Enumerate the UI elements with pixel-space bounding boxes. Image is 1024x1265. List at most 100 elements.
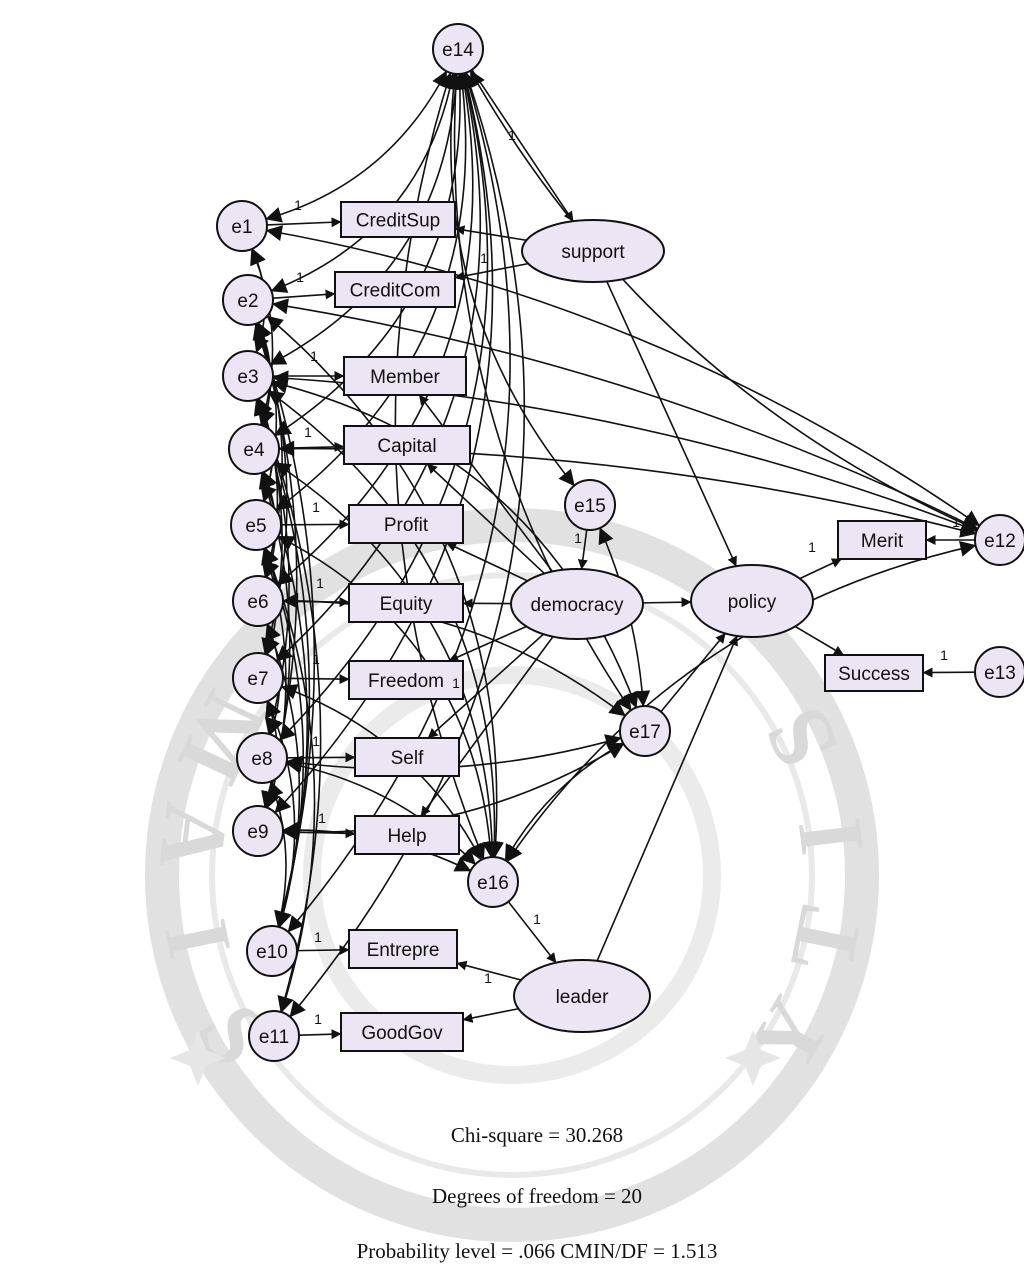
covariance-e16-e17 — [504, 742, 624, 861]
path-e2-to-CreditCom — [272, 289, 336, 300]
error-label: e5 — [245, 516, 266, 537]
path-democracy-to-Member — [418, 394, 554, 572]
error-node-e12: e12 — [974, 514, 1024, 566]
error-label: e17 — [629, 722, 661, 743]
path-weight-label: 1 — [808, 539, 816, 555]
probability-cmin-stat: Probability level = .066 CMIN/DF = 1.513 — [357, 1239, 718, 1263]
path-e16-to-leader — [507, 901, 557, 964]
observed-node-merit: Merit — [837, 520, 927, 560]
path-e9-to-Help — [282, 828, 356, 839]
degrees-of-freedom-stat: Degrees of freedom = 20 — [432, 1184, 642, 1208]
error-node-e13: e13 — [974, 646, 1024, 698]
path-democracy-to-Self — [427, 633, 545, 739]
observed-node-profit: Profit — [348, 504, 464, 544]
path-democracy-to-policy — [642, 597, 692, 608]
observed-label: Profit — [384, 515, 429, 536]
path-democracy-to-Capital — [426, 463, 545, 575]
observed-label: Self — [391, 748, 424, 769]
error-node-e15: e15 — [564, 479, 616, 531]
error-label: e6 — [247, 592, 268, 613]
observed-node-equity: Equity — [348, 583, 464, 623]
chi-square-stat: Chi-square = 30.268 — [451, 1123, 623, 1147]
error-label: e4 — [243, 440, 265, 461]
path-weight-label: 1 — [484, 970, 492, 986]
path-weight-label: 1 — [304, 424, 312, 440]
path-e4-to-Capital — [278, 441, 345, 452]
path-leader-to-policy — [596, 635, 738, 962]
observed-label: Help — [387, 826, 426, 847]
covariance-e14-e1 — [265, 70, 448, 223]
path-leader-to-GoodGov — [462, 1007, 519, 1023]
error-label: e9 — [247, 822, 268, 843]
observed-node-entrepre: Entrepre — [348, 929, 458, 969]
path-e14-to-support — [471, 69, 574, 222]
path-e10-to-Entrepre — [296, 944, 350, 955]
path-weight-label: 1 — [314, 929, 322, 945]
observed-label: Equity — [380, 594, 433, 615]
path-e7-to-Freedom — [282, 674, 350, 685]
observed-label: Freedom — [368, 671, 444, 692]
error-label: e12 — [984, 531, 1016, 552]
latent-node-democracy: democracy — [510, 568, 644, 640]
path-weight-label: 1 — [294, 197, 302, 213]
error-node-e9: e9 — [232, 805, 284, 857]
path-weight-label: 1 — [310, 348, 318, 364]
error-node-e1: e1 — [216, 200, 268, 252]
path-democracy-to-Freedom — [448, 625, 527, 662]
path-weight-label: 1 — [574, 530, 582, 546]
path-weight-label: 1 — [318, 810, 326, 826]
latent-label: leader — [556, 987, 609, 1008]
path-weight-label: 1 — [312, 499, 320, 515]
path-weight-label: 1 — [952, 514, 960, 530]
observed-node-creditsup: CreditSup — [340, 201, 456, 238]
error-label: e7 — [247, 669, 268, 690]
path-e17-to-policy — [660, 632, 726, 713]
error-label: e14 — [442, 40, 474, 61]
error-node-e4: e4 — [228, 423, 280, 475]
error-node-e14: e14 — [432, 23, 484, 75]
error-node-e8: e8 — [236, 732, 288, 784]
error-label: e1 — [231, 217, 252, 238]
covariance-e14-e12 — [469, 70, 978, 531]
observed-label: CreditCom — [350, 281, 441, 302]
path-e1-to-CreditSup — [266, 217, 342, 228]
error-node-e2: e2 — [222, 274, 274, 326]
path-weight-label: 1 — [314, 1011, 322, 1027]
observed-node-help: Help — [354, 815, 460, 855]
covariance-e14-e8 — [278, 72, 489, 741]
error-node-e16: e16 — [467, 856, 519, 908]
path-weight-label: 1 — [508, 127, 516, 143]
path-democracy-to-Help — [420, 636, 554, 817]
watermark-letter: A — [140, 797, 249, 875]
observed-node-success: Success — [824, 654, 924, 692]
error-label: e8 — [251, 749, 272, 770]
error-label: e15 — [574, 496, 606, 517]
error-label: e2 — [237, 291, 258, 312]
observed-label: Entrepre — [367, 940, 440, 961]
latent-label: support — [561, 242, 625, 263]
path-e11-to-GoodGov — [298, 1029, 342, 1040]
error-label: e10 — [256, 942, 288, 963]
path-weight-label: 1 — [312, 651, 320, 667]
latent-label: policy — [728, 592, 777, 613]
error-node-e7: e7 — [232, 652, 284, 704]
path-e15-to-democracy — [577, 529, 588, 570]
observed-node-freedom: Freedom — [348, 660, 464, 700]
observed-label: Merit — [861, 531, 904, 552]
path-e6-to-Equity — [282, 597, 350, 608]
path-policy-to-Success — [794, 625, 844, 656]
path-support-to-CreditSup — [454, 225, 527, 242]
latent-label: democracy — [531, 595, 624, 616]
path-leader-to-Entrepre — [456, 960, 522, 981]
error-node-e11: e11 — [248, 1010, 300, 1062]
error-label: e3 — [237, 367, 258, 388]
observed-node-capital: Capital — [343, 425, 471, 465]
error-node-e17: e17 — [619, 705, 671, 757]
error-node-e3: e3 — [222, 350, 274, 402]
error-node-e10: e10 — [246, 925, 298, 977]
error-node-e6: e6 — [232, 575, 284, 627]
observed-label: Member — [370, 367, 440, 388]
observed-label: Success — [838, 664, 910, 685]
path-support-to-CreditCom — [454, 262, 529, 281]
